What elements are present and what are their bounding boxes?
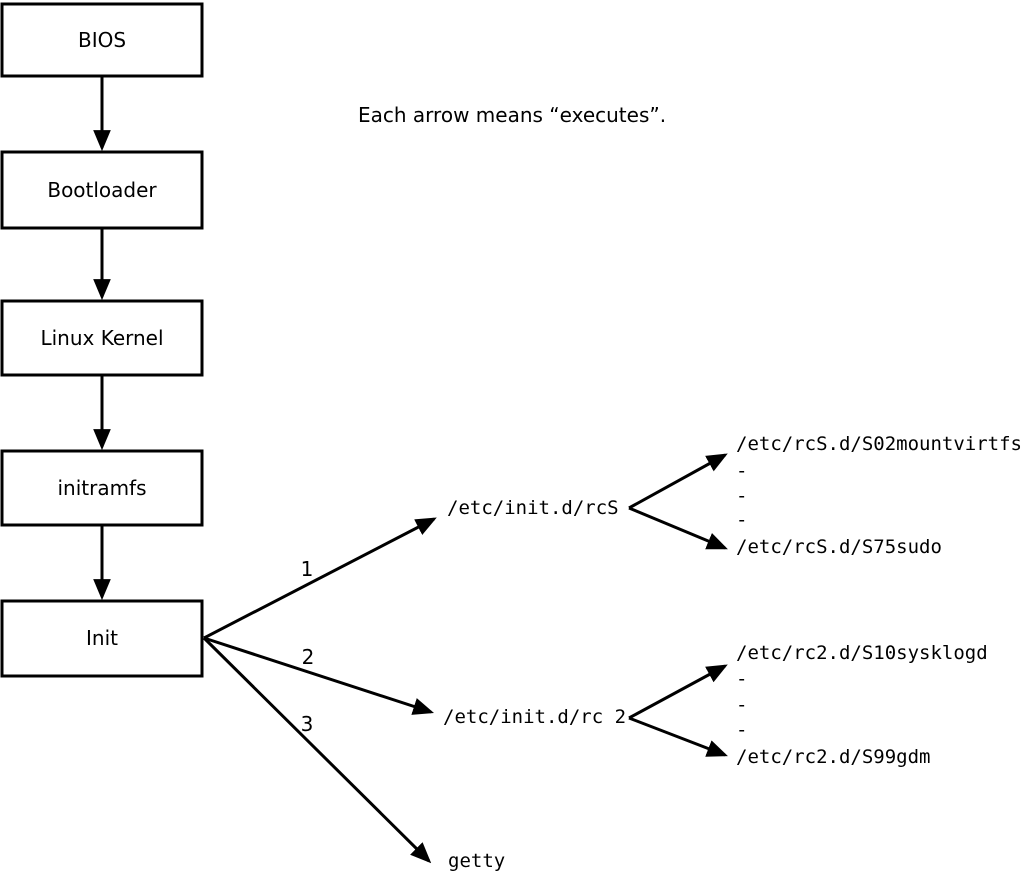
branch-number-3: 3 (301, 712, 314, 736)
arrow-init-to-rcS (203, 517, 437, 640)
arrow-init-to-rc2 (203, 636, 434, 715)
rcS-first-script-label: /etc/rcS.d/S02mountvirtfs (736, 433, 1022, 455)
node-linux-kernel (0, 299, 204, 377)
node-init (0, 599, 204, 678)
rc2-ellipsis-dash-3: - (736, 719, 747, 741)
node-linux-kernel-label: Linux Kernel (40, 326, 163, 350)
arrow-rc2-to-last-script (628, 716, 728, 757)
node-bootloader-label: Bootloader (47, 178, 157, 202)
node-init-label: Init (86, 626, 118, 650)
rcS-ellipsis-dash-3: - (736, 509, 747, 531)
rcS-ellipsis-dash-1: - (736, 460, 747, 482)
node-bootloader (0, 150, 204, 230)
target-rcS-label: /etc/init.d/rcS (447, 497, 619, 519)
rcS-scripts-fanout: /etc/rcS.d/S02mountvirtfs - - - /etc/rcS… (628, 433, 1022, 558)
boot-chain: BIOS Bootloader Linux Kernel initramfs I… (0, 2, 204, 678)
node-bios-label: BIOS (78, 28, 126, 52)
node-initramfs (0, 449, 204, 527)
rcS-last-script-label: /etc/rcS.d/S75sudo (736, 536, 942, 558)
rcS-ellipsis-dash-2: - (736, 485, 747, 507)
arrow-init-to-getty (202, 636, 432, 864)
branch-number-2: 2 (302, 645, 315, 669)
node-initramfs-label: initramfs (57, 476, 146, 500)
rc2-last-script-label: /etc/rc2.d/S99gdm (736, 746, 930, 768)
arrow-rcS-to-last-script (628, 506, 728, 550)
node-bios (0, 2, 204, 78)
target-getty-label: getty (448, 850, 505, 872)
branch-number-1: 1 (301, 557, 314, 581)
target-rc2-label: /etc/init.d/rc 2 (443, 706, 626, 728)
rc2-ellipsis-dash-2: - (736, 694, 747, 716)
init-fanout: 1 2 3 /etc/init.d/rcS /etc/init.d/rc 2 g… (202, 497, 626, 872)
arrow-rcS-to-first-script (628, 453, 728, 510)
arrow-rc2-to-first-script (628, 664, 728, 720)
diagram-caption: Each arrow means “executes”. (358, 103, 666, 127)
rc2-scripts-fanout: /etc/rc2.d/S10sysklogd - - - /etc/rc2.d/… (628, 642, 988, 768)
rc2-ellipsis-dash-1: - (736, 668, 747, 690)
rc2-first-script-label: /etc/rc2.d/S10sysklogd (736, 642, 988, 664)
